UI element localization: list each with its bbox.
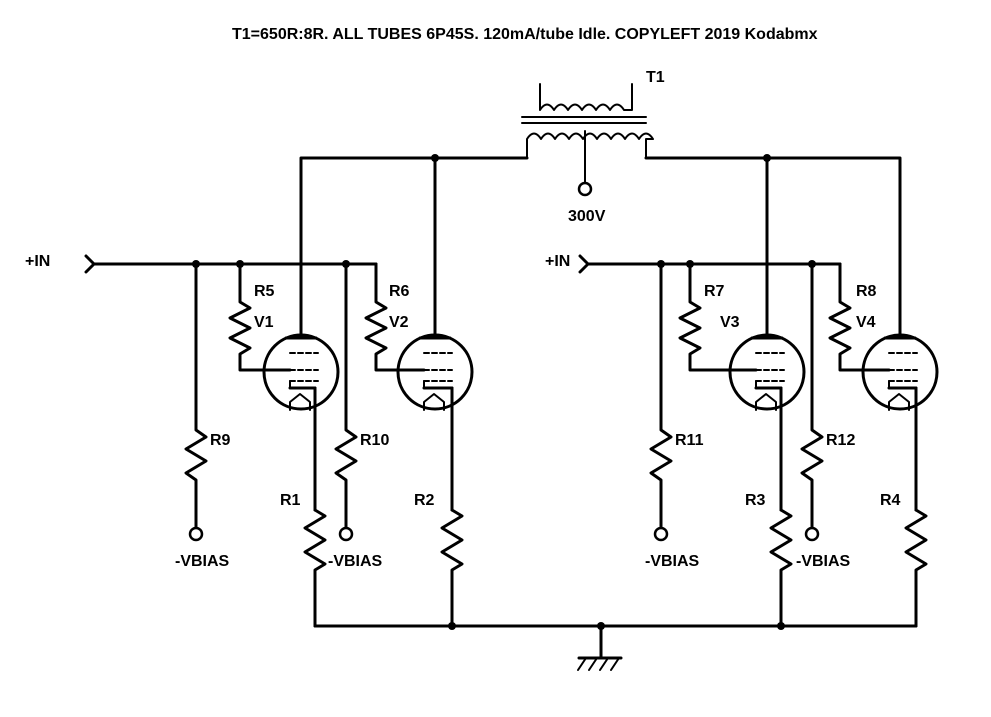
r9-resistor [184, 262, 208, 530]
r5-label: R5 [254, 283, 275, 300]
bias-label: -VBIAS [796, 553, 851, 570]
left-input-network: +IN R9 -VBIAS R5 R10 -VBIAS R6 [25, 253, 426, 570]
bias-terminal [653, 526, 669, 542]
transformer-label: T1 [646, 69, 665, 86]
bias-terminal [338, 526, 354, 542]
r4-label: R4 [880, 492, 901, 509]
r9-label: R9 [210, 432, 231, 449]
r11-resistor [649, 262, 673, 530]
r2-label: R2 [414, 492, 435, 509]
r6-label: R6 [389, 283, 410, 300]
v1-label: V1 [254, 314, 274, 331]
r10-resistor [334, 262, 358, 530]
bias-label: -VBIAS [645, 553, 700, 570]
schematic-title: T1=650R:8R. ALL TUBES 6P45S. 120mA/tube … [232, 26, 818, 43]
v2-label: V2 [389, 314, 409, 331]
tube-v1: V1 [254, 314, 340, 512]
output-transformer: T1 300V [521, 69, 665, 225]
r2-resistor [440, 508, 464, 628]
r1-label: R1 [280, 492, 301, 509]
bias-label: -VBIAS [175, 553, 230, 570]
bias-terminal [804, 526, 820, 542]
r1-resistor [303, 508, 327, 628]
left-plate-bus [299, 156, 529, 340]
tube-v2: V2 [389, 314, 474, 512]
supply-terminal [577, 181, 593, 197]
ground-icon [577, 624, 623, 671]
r8-label: R8 [856, 283, 877, 300]
r3-label: R3 [745, 492, 766, 509]
r6-resistor [344, 262, 426, 372]
right-plate-bus [644, 156, 902, 340]
input-label: +IN [25, 253, 50, 270]
junction-dot [763, 154, 771, 162]
r10-label: R10 [360, 432, 389, 449]
r5-resistor [228, 262, 292, 372]
supply-label: 300V [568, 208, 606, 225]
r4-resistor [904, 508, 928, 628]
r8-resistor [810, 262, 891, 372]
tube-v4: V4 [856, 314, 939, 512]
r7-label: R7 [704, 283, 725, 300]
r12-resistor [800, 262, 824, 530]
r3-resistor [769, 508, 793, 628]
bias-terminal [188, 526, 204, 542]
right-input-network: +IN R11 -VBIAS R7 R12 -VBIAS R8 [545, 253, 891, 570]
transformer-secondary [539, 83, 633, 111]
v3-label: V3 [720, 314, 740, 331]
input-label: +IN [545, 253, 570, 270]
bias-label: -VBIAS [328, 553, 383, 570]
r12-label: R12 [826, 432, 855, 449]
junction-dot [431, 154, 439, 162]
transformer-primary [526, 132, 654, 159]
r11-label: R11 [675, 432, 704, 449]
tube-v3: V3 [720, 314, 806, 512]
v4-label: V4 [856, 314, 876, 331]
r7-resistor [678, 262, 758, 372]
